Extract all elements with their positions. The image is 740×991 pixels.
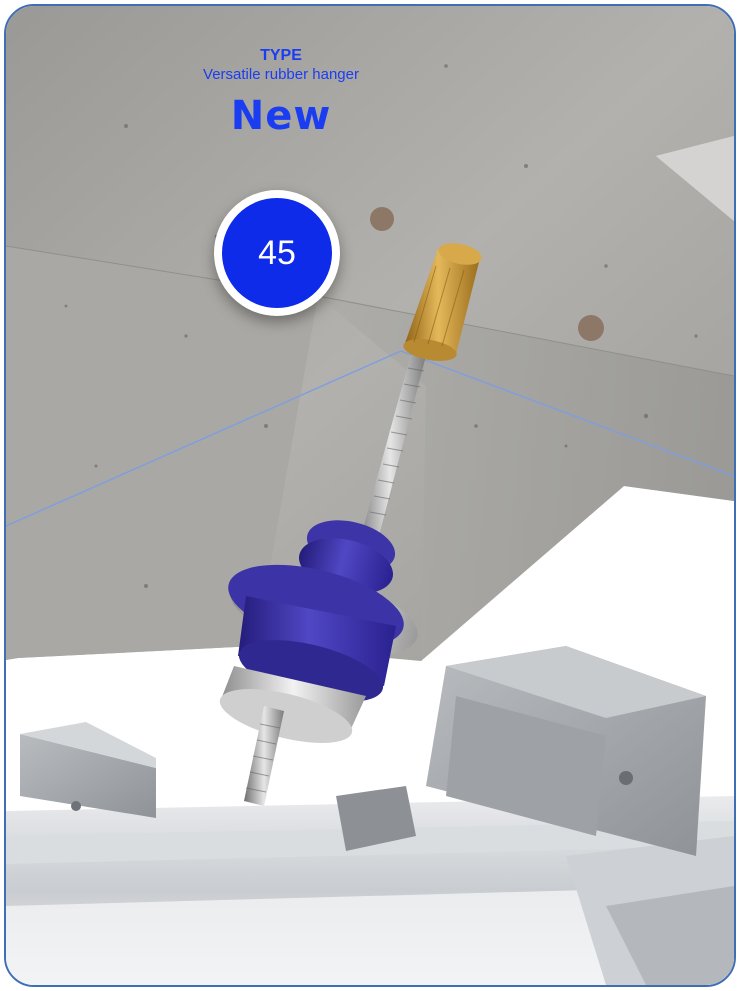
- left-clip: [20, 722, 156, 818]
- image-frame: TYPE Versatile rubber hanger New 45: [4, 4, 736, 987]
- number-badge: 45: [214, 190, 340, 316]
- right-clip: [336, 646, 706, 856]
- ceiling-rail: [6, 796, 734, 985]
- product-subtitle: Versatile rubber hanger: [203, 66, 359, 83]
- type-label: TYPE: [260, 47, 302, 64]
- threaded-rod: [354, 354, 426, 566]
- badge-number: 45: [222, 198, 332, 308]
- new-label: New: [230, 93, 332, 139]
- product-header: TYPE Versatile rubber hanger New: [136, 46, 426, 140]
- brass-anchor: [403, 243, 482, 361]
- product-illustration: [6, 6, 734, 985]
- concrete-slab: [6, 6, 734, 661]
- rubber-hanger: [219, 520, 418, 806]
